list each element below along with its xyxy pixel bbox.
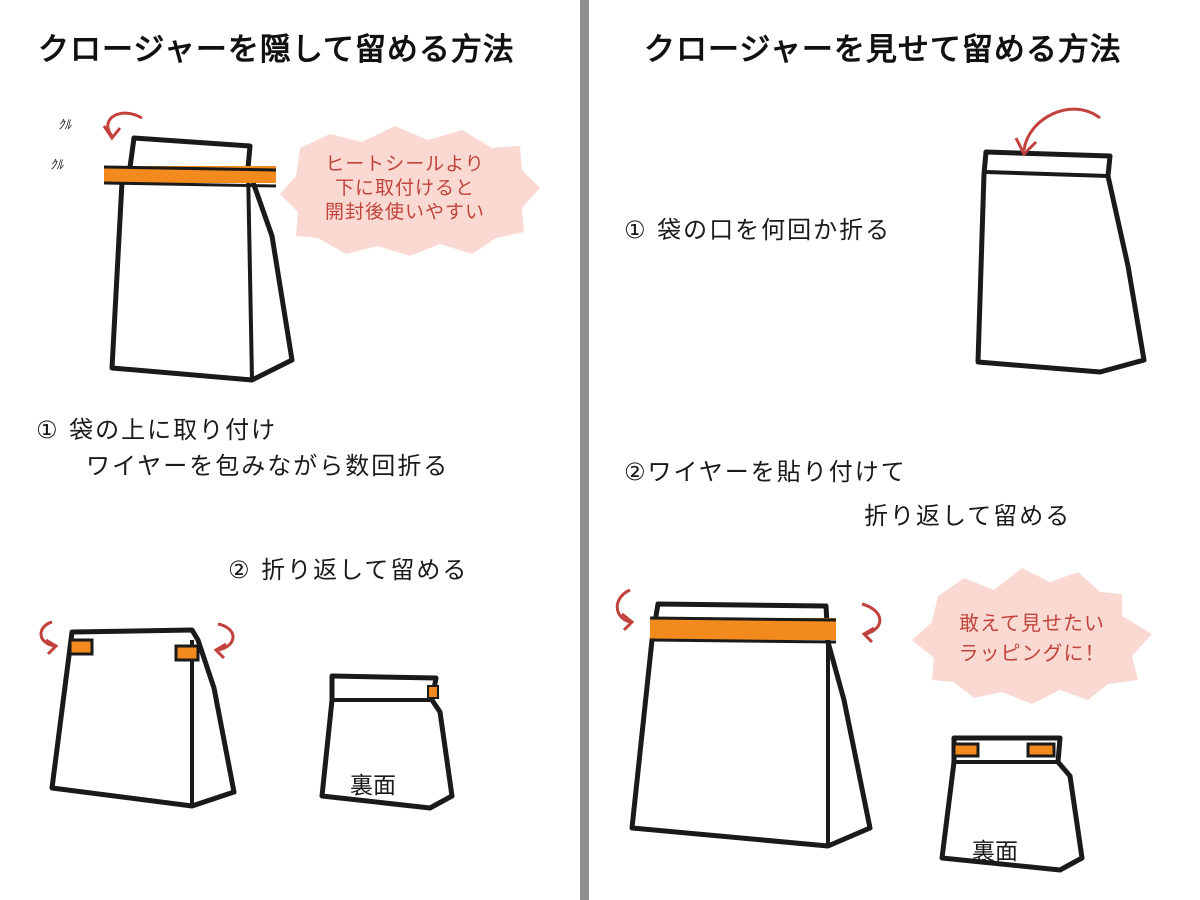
left-rotate-left-icon bbox=[39, 620, 55, 648]
curl-note-bottom: ｸﾙ bbox=[50, 158, 63, 173]
curl-arrow-head-icon bbox=[102, 125, 122, 141]
left-tab-right bbox=[174, 644, 200, 662]
curl-note-top: ｸﾙ bbox=[58, 118, 71, 133]
left-back-tab bbox=[427, 685, 439, 699]
left-burst-line-1: ヒートシールより bbox=[325, 153, 485, 175]
left-burst-shape bbox=[280, 126, 540, 256]
left-title: クロージャーを隠して留める方法 bbox=[38, 32, 515, 68]
left-rotate-right-icon bbox=[217, 622, 235, 652]
right-back-tab-right bbox=[1026, 742, 1056, 758]
left-burst-line-3: 開封後使いやすい bbox=[324, 201, 485, 223]
right-fold-arrow-icon bbox=[1022, 107, 1101, 151]
right-panel: クロージャーを見せて留める方法 ① 袋の口を何回か折る bbox=[592, 0, 1200, 900]
left-burst-text: ヒートシールより 下に取付けると 開封後使いやすい bbox=[300, 152, 510, 224]
right-wire bbox=[650, 618, 836, 640]
left-burst-line-2: 下に取付けると bbox=[334, 177, 475, 199]
right-step-2-line-2: 折り返して留める bbox=[864, 502, 1072, 530]
left-step-1: ① 袋の上に取り付け ワイヤーを包みながら数回折る bbox=[36, 412, 449, 484]
right-burst-shape bbox=[912, 568, 1152, 704]
curl-arrow-icon bbox=[106, 111, 143, 137]
left-rotate-left-head-icon bbox=[45, 638, 59, 656]
right-bag-step2 bbox=[629, 601, 873, 849]
right-burst-line-2: ラッピングに！ bbox=[958, 641, 1106, 665]
right-burst-text: 敢えて見せたい ラッピングに！ bbox=[942, 608, 1122, 668]
right-step-2-line-1: ②ワイヤーを貼り付けて bbox=[624, 458, 907, 486]
right-burst-line-1: 敢えて見せたい bbox=[959, 611, 1105, 635]
left-back-label: 裏面 bbox=[350, 773, 396, 799]
left-tab-left bbox=[68, 638, 94, 656]
left-top-wire bbox=[103, 165, 277, 188]
left-step-1-line-2: ワイヤーを包みながら数回折る bbox=[86, 452, 450, 480]
left-step-2: ② 折り返して留める bbox=[228, 556, 469, 584]
right-rotate-right-icon bbox=[861, 602, 882, 636]
left-bag-back bbox=[319, 673, 455, 811]
right-bag-step1 bbox=[975, 149, 1147, 375]
right-back-label: 裏面 bbox=[972, 839, 1018, 865]
left-bag-step2-front bbox=[49, 627, 237, 809]
right-step-2: ②ワイヤーを貼り付けて 折り返して留める bbox=[624, 454, 1071, 534]
left-illustrations bbox=[39, 111, 540, 811]
right-bag-back bbox=[939, 735, 1085, 873]
right-rotate-left-icon bbox=[615, 588, 631, 624]
right-rotate-right-head-icon bbox=[861, 626, 875, 644]
panel-divider bbox=[580, 0, 589, 900]
right-fold-arrow-head-icon bbox=[1014, 137, 1038, 157]
left-step-1-line-1: ① 袋の上に取り付け bbox=[36, 416, 278, 444]
left-bag-step1 bbox=[109, 135, 295, 383]
left-panel: クロージャーを隠して留める方法 bbox=[0, 0, 580, 900]
right-rotate-left-head-icon bbox=[621, 612, 635, 632]
right-back-tab-left bbox=[952, 742, 980, 758]
right-step-1: ① 袋の口を何回か折る bbox=[624, 216, 892, 244]
right-title: クロージャーを見せて留める方法 bbox=[644, 32, 1122, 68]
right-illustrations bbox=[615, 107, 1152, 873]
left-rotate-right-head-icon bbox=[213, 642, 227, 660]
